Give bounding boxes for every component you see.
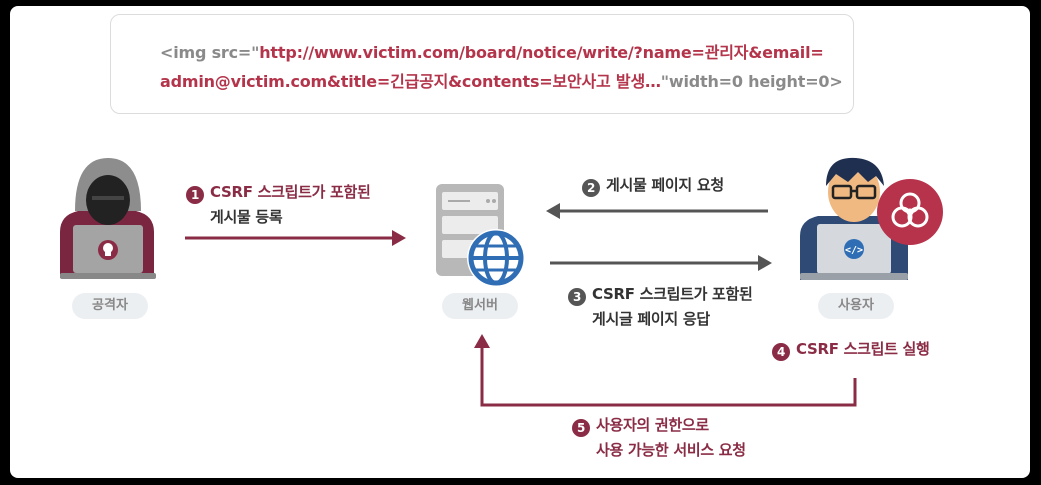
attacker-label: 공격자 bbox=[72, 293, 148, 319]
csrf-code-snippet: <img src="http://www.victim.com/board/no… bbox=[160, 38, 843, 96]
server-label: 웹서버 bbox=[442, 293, 518, 319]
step3-number: 3 bbox=[568, 288, 586, 306]
globe-icon bbox=[467, 229, 525, 287]
skull-icon bbox=[98, 240, 118, 260]
arrow-step1 bbox=[185, 230, 406, 246]
biohazard-icon bbox=[877, 179, 943, 245]
code-url-line1: http://www.victim.com/board/notice/write… bbox=[259, 43, 824, 62]
svg-text:</>: </> bbox=[845, 245, 863, 256]
code-suffix: "width=0 height=0> bbox=[660, 72, 843, 91]
step5-number: 5 bbox=[572, 419, 590, 437]
arrow-step3 bbox=[550, 255, 772, 271]
code-url-line2: admin@victim.com&title=긴급공지&contents=보안사… bbox=[160, 72, 661, 91]
hacker-icon bbox=[60, 158, 156, 279]
code-prefix: <img src=" bbox=[160, 43, 260, 62]
arrow-step2 bbox=[546, 203, 768, 219]
arrow-step5 bbox=[474, 334, 857, 407]
step2-number: 2 bbox=[582, 179, 600, 197]
step4-number: 4 bbox=[772, 343, 790, 361]
step1-number: 1 bbox=[186, 186, 204, 204]
user-label: 사용자 bbox=[818, 293, 894, 319]
code-icon: </> bbox=[844, 239, 864, 259]
code-box bbox=[110, 14, 854, 114]
user-icon bbox=[800, 157, 908, 280]
